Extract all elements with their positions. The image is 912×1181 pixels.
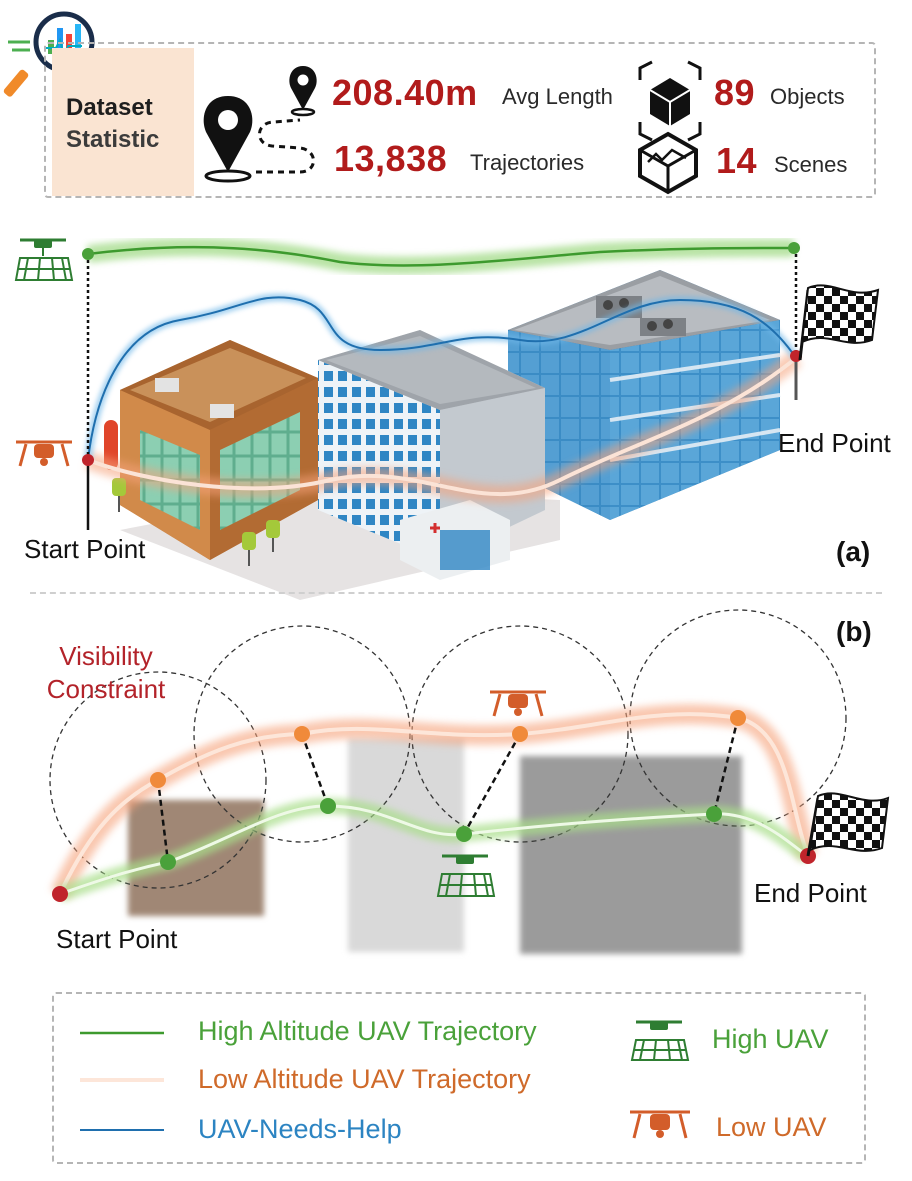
building-block-3 — [520, 756, 742, 954]
avg-length-label: Avg Length — [502, 84, 613, 109]
low-waypoints — [150, 710, 746, 788]
low-start-point — [82, 454, 94, 466]
high-start-point — [82, 248, 94, 260]
scenes-value: 14 — [716, 140, 758, 181]
trees — [112, 478, 280, 566]
start-point-label-a: Start Point — [24, 534, 146, 564]
statistic-title: Statistic — [66, 126, 160, 153]
high-trajectory-a — [86, 238, 795, 275]
high-waypoints — [160, 798, 722, 870]
high-uav-b-icon — [436, 854, 496, 897]
legend-low-trajectory-label: Low Altitude UAV Trajectory — [198, 1064, 531, 1094]
object-cube-icon — [638, 60, 702, 142]
scenes-label: Scenes — [774, 152, 848, 177]
low-trajectory-a — [84, 351, 802, 503]
objects-value: 89 — [714, 72, 756, 113]
visibility-line1: Visibility — [59, 641, 153, 671]
legend-low-uav-label: Low UAV — [716, 1112, 827, 1142]
high-uav-icon — [14, 238, 74, 281]
legend-high-uav-label: High UAV — [712, 1024, 829, 1054]
checkered-flag-b-icon — [806, 792, 890, 857]
start-point-label-b: Start Point — [56, 924, 178, 954]
brown-building — [104, 340, 318, 560]
visibility-links — [156, 717, 740, 863]
small-pin-icon — [289, 66, 317, 117]
legend-box — [52, 992, 866, 1164]
low-uav-b-icon — [490, 690, 546, 717]
panel-label-a: (a) — [836, 536, 871, 567]
dataset-statistic-label-bg — [52, 48, 194, 196]
scene-cube-icon — [638, 131, 698, 195]
objects-label: Objects — [770, 84, 845, 109]
building-block-2 — [348, 738, 464, 952]
legend-low-uav-icon — [630, 1110, 690, 1139]
route-pin-icon — [203, 96, 315, 183]
checkered-flag-icon — [798, 284, 880, 361]
visibility-line2: Constraint — [46, 674, 166, 704]
legend-high-trajectory-label: High Altitude UAV Trajectory — [198, 1016, 537, 1046]
panel-divider — [30, 592, 882, 594]
legend-high-uav-icon — [630, 1020, 690, 1061]
needs-help-trajectory-a — [84, 293, 800, 461]
low-uav-icon — [16, 440, 72, 467]
start-point-b — [52, 886, 68, 902]
dataset-statistic-box — [44, 42, 876, 198]
legend-needs-help-label: UAV-Needs-Help — [198, 1114, 402, 1144]
panel-label-b: (b) — [836, 616, 872, 647]
high-end-point — [788, 242, 800, 254]
avg-length-value: 208.40m — [332, 72, 478, 113]
end-point-label-b: End Point — [754, 878, 867, 908]
trajectories-label: Trajectories — [470, 150, 585, 175]
end-point-label-a: End Point — [778, 428, 891, 458]
trajectories-value: 13,838 — [334, 138, 448, 179]
dataset-title: Dataset — [66, 94, 153, 121]
visibility-constraint-label: Visibility Constraint — [30, 640, 182, 706]
